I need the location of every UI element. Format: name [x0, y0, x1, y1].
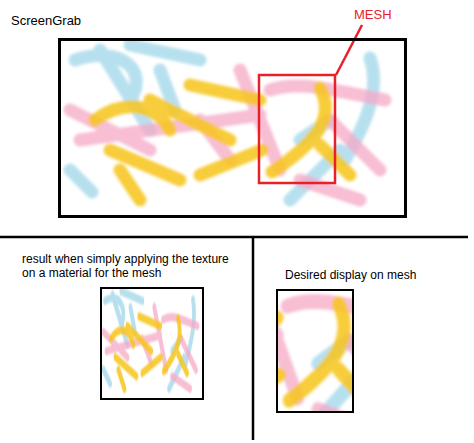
mesh-region [259, 75, 335, 183]
divider [252, 237, 255, 440]
leader-line [336, 25, 362, 75]
caption-text: result when simply applying the texture … [22, 252, 237, 281]
caption-text: Desired display on mesh [285, 268, 416, 282]
desired-frame: Desired display on mesh [276, 289, 354, 413]
caption-text: ScreenGrab [11, 13, 81, 29]
divider [0, 236, 468, 239]
screengrab-frame: ScreenGrab [58, 38, 407, 218]
mesh-label: MESH [354, 7, 392, 22]
result-frame: result when simply applying the texture … [100, 287, 204, 400]
